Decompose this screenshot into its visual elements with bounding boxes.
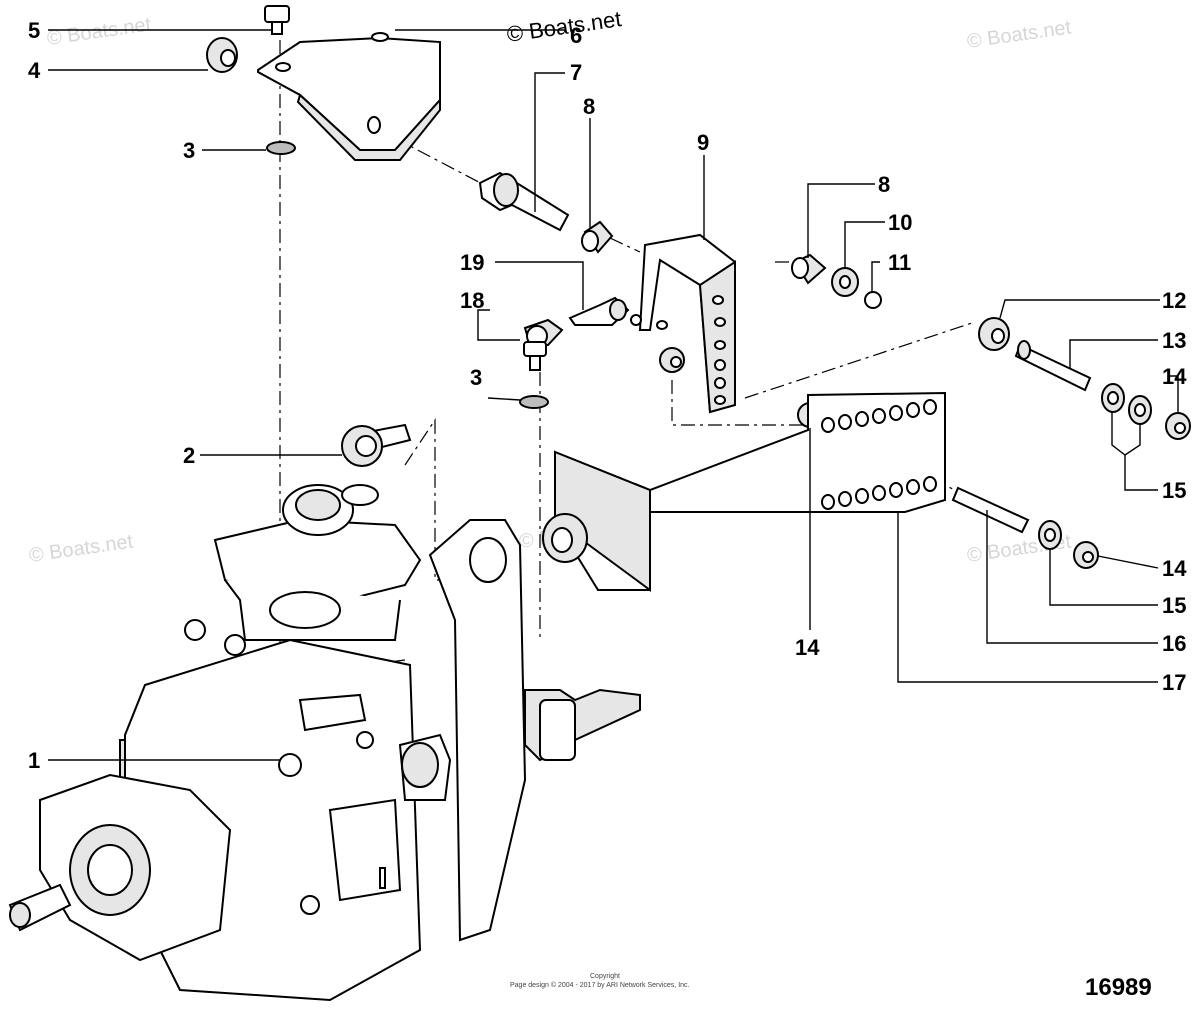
- upper-bracket: [257, 32, 441, 161]
- injection-pump: [8, 484, 641, 1002]
- callout-12: 12: [1162, 288, 1186, 313]
- callout-15-upper: 15: [1162, 478, 1186, 503]
- plate-hole: [855, 488, 869, 504]
- nut-14-d: [1073, 541, 1099, 569]
- watermark-brand: © Boats.net: [505, 6, 623, 47]
- bushing-8-left: [581, 220, 614, 254]
- callout-8-right: 8: [878, 172, 890, 197]
- callout-4: 4: [28, 58, 41, 83]
- plate-hole: [838, 414, 852, 430]
- callout-14-mid: 14: [795, 635, 820, 660]
- ball-joint-18: [523, 318, 564, 371]
- ring-11: [864, 291, 882, 309]
- flange-nut-12: [978, 317, 1010, 351]
- callout-2: 2: [183, 443, 195, 468]
- plate-hole: [821, 494, 835, 510]
- nut-14-a: [659, 347, 685, 373]
- callout-5: 5: [28, 18, 40, 43]
- bolt-5: [264, 5, 290, 35]
- watermark-top-right: © Boats.net: [966, 17, 1073, 53]
- callout-13: 13: [1162, 328, 1186, 353]
- plate-hole: [889, 482, 903, 498]
- callout-14-right: 14: [1162, 364, 1187, 389]
- bushing-8-right: [791, 253, 827, 285]
- plate-hole: [872, 408, 886, 424]
- callout-19: 19: [460, 250, 484, 275]
- copyright-line-1: Copyright: [590, 973, 620, 980]
- plate-hole: [855, 411, 869, 427]
- plate-hole: [821, 417, 835, 433]
- plate-hole: [906, 402, 920, 418]
- callout-1: 1: [28, 748, 40, 773]
- callout-9: 9: [697, 130, 709, 155]
- plate-hole: [872, 485, 886, 501]
- callout-10: 10: [888, 210, 912, 235]
- callout-15-lower: 15: [1162, 593, 1186, 618]
- washers-15-upper: [1101, 383, 1152, 425]
- callout-labels: 1 2 3 3 4 5 6 7 8 8 9 10 11 12 13 14 14 …: [28, 18, 1187, 773]
- callout-16: 16: [1162, 631, 1186, 656]
- bolt-2: [341, 423, 412, 467]
- plate-hole: [923, 399, 937, 415]
- pivot-bracket-9: [638, 233, 736, 414]
- ball-joint-screw-19: [568, 296, 642, 326]
- plate-hole: [838, 491, 852, 507]
- callout-3-lower: 3: [470, 365, 482, 390]
- washer-3-lower: [519, 395, 549, 409]
- plate-hole: [889, 405, 903, 421]
- washer-10: [831, 267, 859, 297]
- callout-8-left: 8: [583, 94, 595, 119]
- stud-7: [478, 171, 570, 232]
- watermark-left: © Boats.net: [28, 531, 135, 567]
- stud-16: [951, 486, 1030, 534]
- bolt-13: [1014, 340, 1092, 392]
- nut-14-c: [1165, 412, 1191, 440]
- nut-4: [206, 37, 238, 73]
- callout-6: 6: [570, 23, 582, 48]
- mounting-plate-17: [542, 391, 946, 592]
- callout-17: 17: [1162, 670, 1186, 695]
- washer-3-top: [266, 141, 296, 155]
- watermark-top-left: © Boats.net: [46, 14, 153, 50]
- figure-number: 16989: [1085, 974, 1152, 1001]
- callout-18: 18: [460, 288, 484, 313]
- plate-hole: [906, 479, 920, 495]
- washer-15-lower: [1038, 520, 1062, 550]
- leader-lines: [48, 29, 1179, 761]
- copyright-line-2: Page design © 2004 - 2017 by ARI Network…: [510, 981, 690, 989]
- callout-14-lower: 14: [1162, 556, 1187, 581]
- callout-3-top: 3: [183, 138, 195, 163]
- callout-7: 7: [570, 60, 582, 85]
- plate-hole: [923, 476, 937, 492]
- mounting-plate-holes: [821, 399, 937, 510]
- callout-11: 11: [888, 250, 911, 275]
